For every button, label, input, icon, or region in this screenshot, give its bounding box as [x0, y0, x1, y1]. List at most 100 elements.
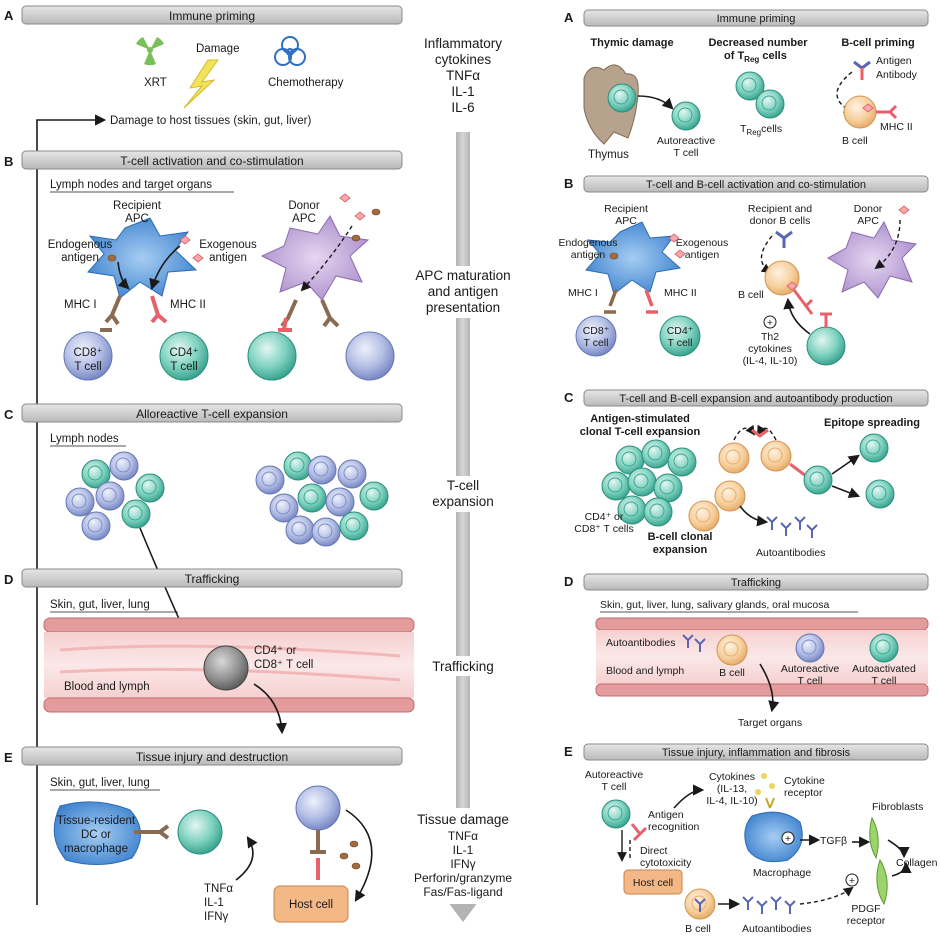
center-flow: Inflammatory cytokines TNFα IL-1 IL-6 AP…	[402, 32, 524, 922]
dc-label-1: Tissue-resident	[57, 815, 136, 827]
exogenous-label-2: antigen	[209, 252, 247, 264]
plus-icon: +	[849, 875, 855, 887]
xrt-label: XRT	[144, 77, 167, 89]
cell-cluster	[65, 451, 165, 541]
bcell-label: B cell	[738, 289, 764, 301]
autoreactive-label-2: T cell	[674, 147, 699, 159]
bcell-priming-label: B-cell priming	[841, 37, 914, 49]
host-cell	[623, 869, 683, 895]
mhc2-label: MHC II	[880, 121, 913, 133]
section-bar	[583, 175, 929, 193]
left-panel-b: B T-cell activation and co-stimulation L…	[4, 150, 403, 381]
cd8-label-2: T cell	[584, 337, 609, 349]
exogenous-label-1: Exogenous	[199, 239, 257, 251]
cyt-receptor-1: Cytokine	[784, 775, 825, 787]
flow-inflammatory-1: Inflammatory	[424, 36, 502, 51]
section-bar	[583, 743, 929, 761]
cell-label-1: CD4⁺ or	[254, 645, 297, 657]
tgfb-label: TGFβ	[820, 835, 847, 847]
cd-label-2: CD8⁺ T cells	[574, 523, 633, 535]
left-panel-a: A Immune priming XRT Damage Chemotherapy…	[4, 5, 403, 127]
bcell-label: B cell	[842, 135, 868, 147]
section-title: Immune priming	[717, 13, 796, 25]
section-bar	[21, 746, 403, 766]
direct-label-1: Direct	[640, 845, 668, 857]
bcell-label: B cell	[685, 923, 711, 935]
autoreactive-label-1: Autoreactive	[657, 135, 716, 147]
cell-cluster	[255, 451, 389, 547]
autoreactive-label-1: Autoreactive	[781, 663, 840, 675]
dc-label-2: DC or	[81, 829, 111, 841]
fibroblast	[869, 816, 879, 860]
mhc2-label: MHC II	[664, 287, 697, 299]
flow-apc-3: presentation	[426, 300, 500, 315]
donor-apc-label-1: Donor	[854, 203, 883, 215]
section-title: Immune priming	[169, 9, 255, 23]
donor-apc-label-2: APC	[857, 215, 879, 227]
exogenous-label-2: antigen	[685, 249, 720, 261]
th2-label-2: cytokines	[748, 343, 792, 355]
right-panel-b: B T-cell and B-cell activation and co-st…	[559, 175, 929, 367]
panel-letter: E	[4, 750, 13, 765]
flow-apc-2: and antigen	[428, 284, 499, 299]
bclonal-label-2: expansion	[653, 544, 708, 556]
section-title: Alloreactive T-cell expansion	[136, 407, 288, 421]
section-bar	[21, 403, 403, 423]
panel-letter: D	[4, 572, 13, 587]
radiation-icon	[136, 37, 164, 66]
autoreactive-label-2: T cell	[602, 781, 627, 793]
antigen-rec-1: Antigen	[648, 809, 684, 821]
decreased-label-1: Decreased number	[708, 37, 808, 49]
autoab-label: Autoantibodies	[606, 637, 675, 649]
cytokines-label-2: (IL-13,	[717, 783, 747, 795]
damage-tissues-label: Damage to host tissues (skin, gut, liver…	[110, 115, 311, 127]
flow-apc-1: APC maturation	[415, 268, 510, 283]
cd4-label-2: T cell	[170, 361, 197, 373]
flow-damage-6: Fas/Fas-ligand	[423, 885, 502, 899]
mhc1-label: MHC I	[568, 287, 598, 299]
recipient-apc	[87, 217, 198, 299]
recip-donor-b-2: donor B cells	[750, 215, 811, 227]
cell-label-2: CD8⁺ T cell	[254, 659, 313, 671]
cd8-label-1: CD8⁺	[73, 347, 102, 359]
bcell-label: B cell	[719, 667, 745, 679]
panel-letter: B	[564, 176, 573, 191]
clonal-label-2: clonal T-cell expansion	[580, 426, 701, 438]
recipient-apc-label-2: APC	[615, 215, 637, 227]
section-bar	[21, 150, 403, 170]
cd4-t-cell	[159, 331, 209, 381]
endogenous-label-2: antigen	[61, 252, 99, 264]
cd4-label-1: CD4⁺	[169, 347, 198, 359]
cd8-label-2: T cell	[74, 361, 101, 373]
cd4-label-1: CD4⁺	[667, 325, 694, 337]
antigen-icon	[339, 193, 351, 203]
antigen-icon	[354, 211, 366, 221]
donor-apc	[260, 215, 370, 301]
right-panel-e: E Tissue injury, inflammation and fibros…	[564, 743, 938, 935]
subtitle: Skin, gut, liver, lung	[50, 599, 150, 611]
cd8-label-1: CD8⁺	[583, 325, 610, 337]
cd8-t-cell	[63, 331, 113, 381]
subtitle: Lymph nodes and target organs	[50, 179, 212, 191]
panel-letter: C	[564, 390, 574, 405]
exogenous-antigen-icon	[192, 253, 204, 263]
thymic-damage-label: Thymic damage	[590, 37, 673, 49]
section-bar	[21, 5, 403, 25]
flow-expansion-2: expansion	[432, 494, 494, 509]
autoreactive-label-2: T cell	[798, 675, 823, 687]
section-bar	[21, 568, 403, 588]
endogenous-label-1: Endogenous	[559, 237, 618, 249]
section-bar	[583, 573, 929, 591]
section-title: T-cell and B-cell activation and co-stim…	[646, 179, 866, 191]
flow-expansion-1: T-cell	[447, 478, 479, 493]
flow-damage-4: IFNγ	[450, 857, 475, 871]
flow-inflammatory-4: IL-1	[451, 84, 474, 99]
damage-label: Damage	[196, 43, 239, 55]
cd-label-1: CD4⁺ or	[585, 511, 624, 523]
panel-letter: A	[564, 10, 574, 25]
recipient-apc-label-1: Recipient	[113, 200, 162, 212]
panel-letter: E	[564, 744, 573, 759]
left-panel-e: E Tissue injury and destruction Skin, gu…	[4, 746, 403, 923]
autoantibodies	[766, 516, 818, 539]
flow-damage-5: Perforin/granzyme	[414, 871, 512, 885]
